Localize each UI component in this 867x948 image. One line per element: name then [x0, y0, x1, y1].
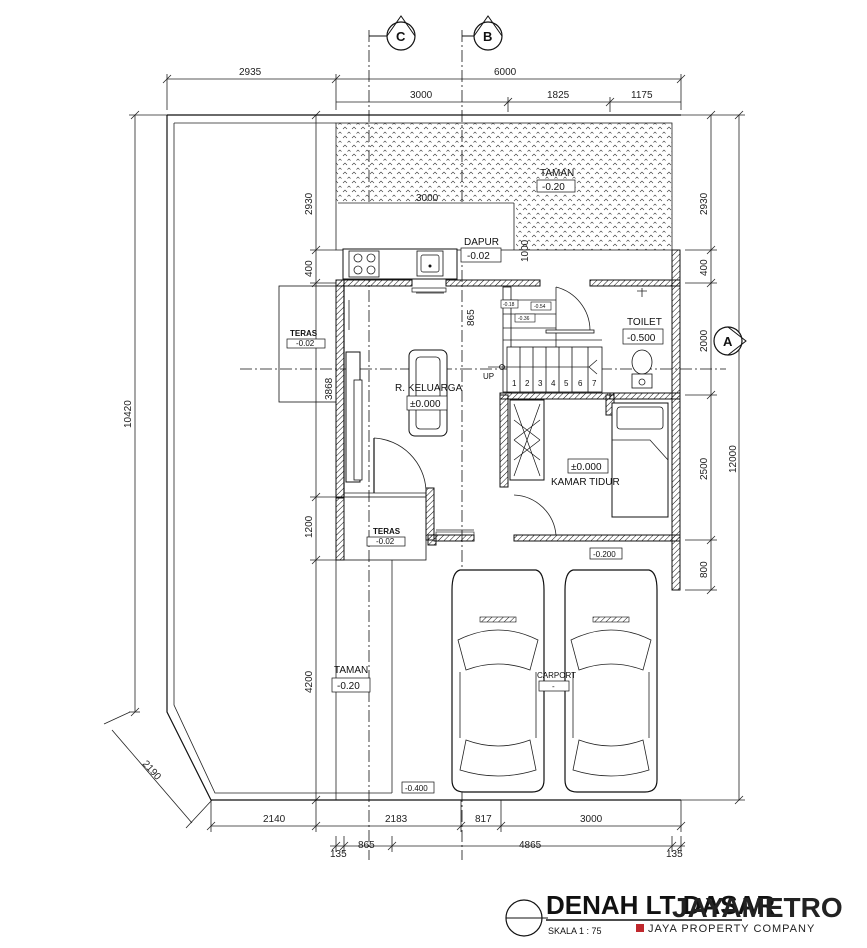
stair-level-1: -0.18: [503, 302, 515, 308]
level-keluarga: ±0.000: [410, 399, 441, 410]
dim-outer-10420: 10420: [123, 400, 134, 428]
terrace-bottom-outline: [343, 496, 427, 561]
dim-top-1175: 1175: [631, 90, 653, 101]
dim-kitchen-3000: 3000: [416, 193, 439, 204]
dim-top-1825: 1825: [547, 90, 570, 101]
stair-step-3: 3: [538, 379, 543, 388]
dim-left-2930: 2930: [304, 192, 315, 215]
toilet-fixtures: [545, 286, 653, 389]
dim-top-3000: 3000: [410, 90, 433, 101]
label-teras-top: TERAS: [290, 329, 318, 338]
dim-right-800: 800: [699, 561, 710, 578]
label-toilet: TOILET: [627, 317, 662, 328]
level-carport: -: [552, 682, 555, 691]
label-keluarga: R. KELUARGA: [395, 383, 463, 394]
dim-stair-865: 865: [466, 309, 477, 326]
stair-up-label: UP: [483, 372, 494, 381]
stair-step-2: 2: [525, 379, 530, 388]
stair-step-4: 4: [551, 379, 556, 388]
car-left: [451, 569, 545, 793]
dim-bot-865: 865: [358, 840, 375, 851]
stair-step-7: 7: [592, 379, 597, 388]
dim-bot-3000: 3000: [580, 814, 603, 825]
staircase: 1 2 3 4 5 6 7 -0.18 -0.54 -0.36 UP: [483, 286, 603, 393]
dim-left-3868: 3868: [324, 377, 335, 400]
stair-level-2: -0.54: [534, 304, 546, 310]
living-room-furniture: [345, 300, 448, 483]
level-toilet: -0.500: [627, 333, 656, 344]
title-block: DENAH LT DASAR SKALA 1 : 75 JAYAMETRO JA…: [505, 890, 843, 937]
stair-step-1: 1: [512, 379, 517, 388]
level-teras-top: -0.02: [296, 339, 315, 348]
dim-bot-2140: 2140: [263, 814, 286, 825]
dim-total-12000: 12000: [728, 445, 739, 473]
stair-step-5: 5: [564, 379, 569, 388]
dim-bot-135-left: 135: [330, 849, 347, 860]
drawing-scale: SKALA 1 : 75: [548, 926, 602, 936]
dim-bot-135-right: 135: [666, 849, 683, 860]
dim-left-4200: 4200: [304, 670, 315, 693]
grid-axes: [240, 15, 747, 860]
label-kamar: KAMAR TIDUR: [551, 477, 620, 488]
walls: [335, 249, 681, 591]
dim-left-1200: 1200: [304, 515, 315, 538]
label-carport: CARPORT: [537, 671, 576, 680]
drawing-title: DENAH LT DASAR: [546, 890, 775, 920]
label-dapur: DAPUR: [464, 237, 499, 248]
label-taman-bottom: TAMAN: [334, 665, 368, 676]
grid-label-b: B: [483, 29, 492, 44]
brand-logo-icon: [636, 924, 644, 932]
level-teras-bottom: -0.02: [376, 537, 395, 546]
brand-name: JAYAMETRO: [672, 892, 843, 923]
label-teras-bottom: TERAS: [373, 527, 401, 536]
level-carport-top: -0.200: [593, 550, 616, 559]
dim-top-2935: 2935: [239, 67, 262, 78]
dim-top-6000: 6000: [494, 67, 517, 78]
dim-right-400: 400: [699, 259, 710, 276]
level-kamar: ±0.000: [571, 462, 602, 473]
level-dapur: -0.02: [467, 251, 490, 262]
grid-label-a: A: [723, 334, 733, 349]
dim-right-2930: 2930: [699, 192, 710, 215]
stair-level-3: -0.36: [518, 316, 530, 322]
stair-step-6: 6: [578, 379, 583, 388]
dimension-lines: [103, 74, 745, 852]
dim-right-2000: 2000: [699, 329, 710, 352]
level-taman-bottom: -0.20: [337, 681, 360, 692]
room-labels: TAMAN -0.20 DAPUR -0.02 TOILET -0.500 R.…: [286, 168, 664, 794]
level-road: -0.400: [405, 784, 428, 793]
dim-left-400: 400: [304, 260, 315, 277]
car-right: [564, 569, 658, 793]
dim-bot-2183: 2183: [385, 814, 408, 825]
entrance-door: [344, 287, 447, 494]
grid-label-c: C: [396, 29, 406, 44]
dim-bot-817: 817: [475, 814, 492, 825]
dim-diag-2190: 2190: [140, 759, 163, 783]
level-taman-top: -0.20: [542, 182, 565, 193]
bedroom-furniture: [435, 399, 669, 536]
brand-tagline: JAYA PROPERTY COMPANY: [648, 923, 815, 935]
kitchen-counter: [342, 248, 458, 280]
label-taman-top: TAMAN: [540, 168, 574, 179]
terrace-top-outline: [278, 285, 337, 403]
dim-bot-4865: 4865: [519, 840, 542, 851]
dim-stair-1000: 1000: [520, 239, 531, 262]
dim-right-2500: 2500: [699, 457, 710, 480]
